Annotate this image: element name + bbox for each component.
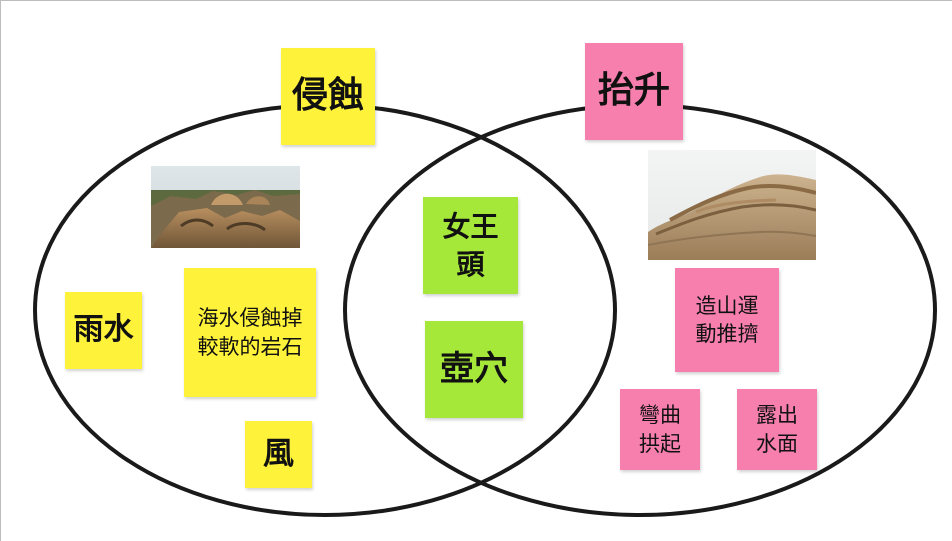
erosion-title-note: 侵蝕 <box>281 48 375 145</box>
folding-note: 彎曲 拱起 <box>620 389 700 470</box>
queen-head-note: 女王 頭 <box>423 197 518 294</box>
tectonic-push-label: 造山運 動推擠 <box>695 293 759 346</box>
yehliu-landscape-photo <box>151 166 300 248</box>
uplifted-rock-photo <box>648 150 816 260</box>
uplift-title: 抬升 <box>597 70 670 112</box>
tectonic-push-note: 造山運 動推擠 <box>675 268 779 372</box>
sea-erosion-note: 海水侵蝕掉 較軟的岩石 <box>184 268 316 397</box>
erosion-title: 侵蝕 <box>291 75 364 117</box>
rain-note: 雨水 <box>65 292 142 369</box>
uplifted-rock-image <box>648 150 816 260</box>
frame-border-left <box>0 0 1 541</box>
wind-label: 風 <box>263 435 294 472</box>
emergence-note: 露出 水面 <box>737 389 817 470</box>
queen-head-label: 女王 頭 <box>442 209 499 281</box>
wind-note: 風 <box>245 421 312 488</box>
pothole-label: 壺穴 <box>440 348 508 389</box>
pothole-note: 壺穴 <box>425 321 523 418</box>
emergence-label: 露出 水面 <box>756 403 798 456</box>
sea-erosion-label: 海水侵蝕掉 較軟的岩石 <box>197 306 303 359</box>
rain-label: 雨水 <box>73 312 134 348</box>
folding-label: 彎曲 拱起 <box>639 403 681 456</box>
uplift-title-note: 抬升 <box>585 43 683 140</box>
frame-border-top <box>0 0 952 1</box>
rock-landscape-image <box>151 166 300 248</box>
